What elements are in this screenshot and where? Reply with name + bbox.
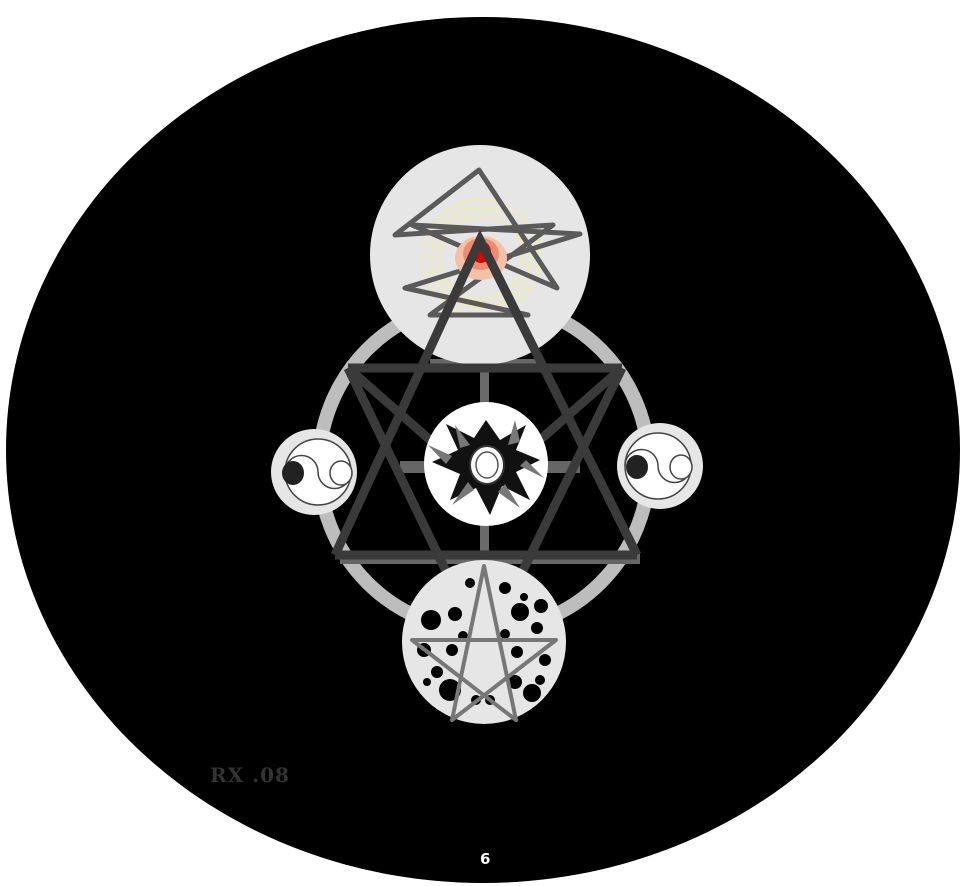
pentagram-icon bbox=[402, 560, 566, 724]
yin-yang-icon bbox=[271, 429, 357, 515]
artist-signature: RX .08 bbox=[210, 763, 290, 787]
eye-icon bbox=[424, 402, 548, 526]
page-number: 6 bbox=[480, 850, 490, 868]
yin-yang-icon bbox=[617, 423, 703, 509]
